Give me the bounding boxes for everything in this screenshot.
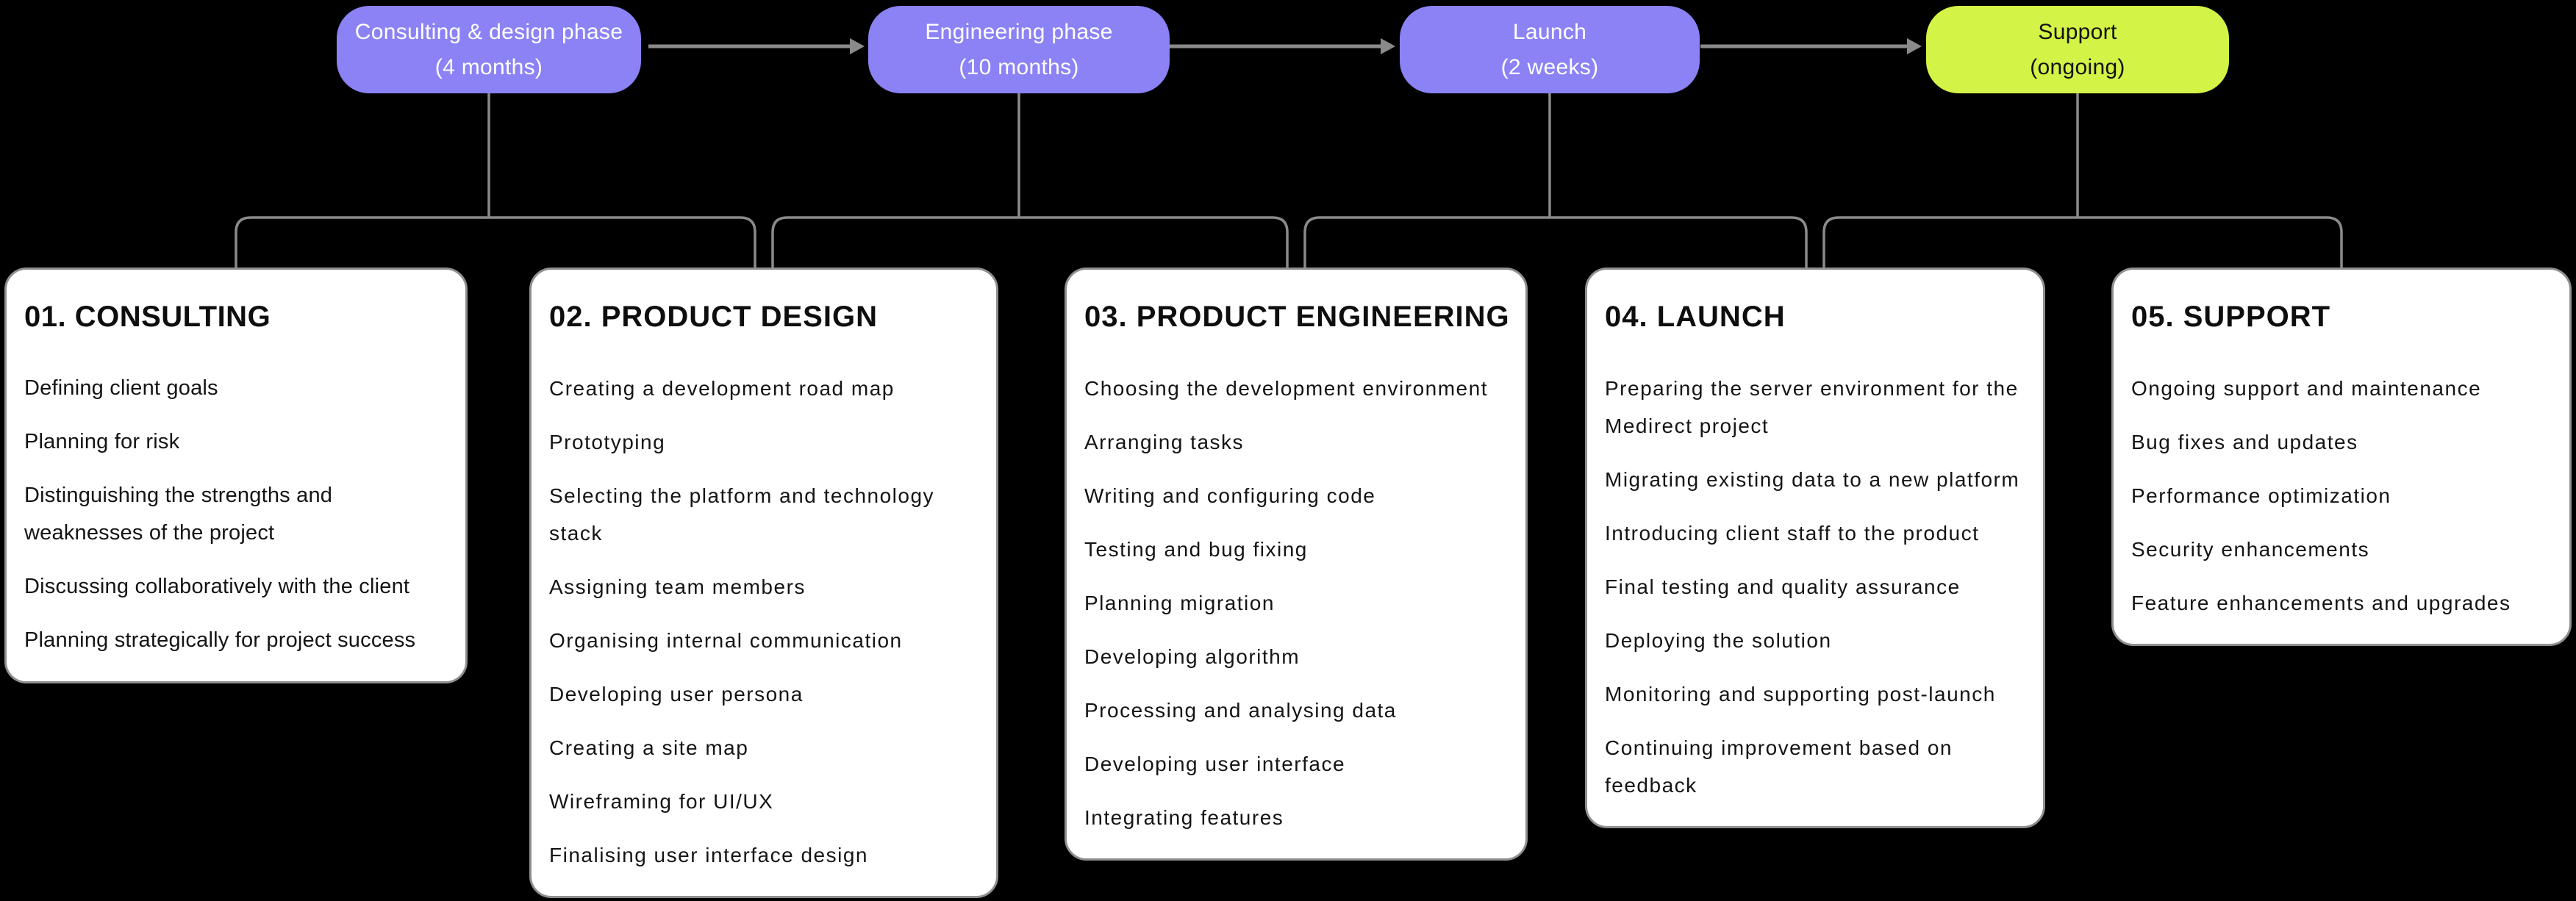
stage-card-item: Developing user persona (549, 683, 804, 706)
stage-card-item: Ongoing support and maintenance (2131, 377, 2482, 400)
stage-card-item: Bug fixes and updates (2131, 431, 2358, 453)
stage-card-item: Performance optimization (2131, 484, 2391, 507)
stage-card-item: Introducing client staff to the product (1605, 522, 1980, 545)
stage-card-item: Prototyping (549, 431, 666, 453)
stage-card-item: Feature enhancements and upgrades (2131, 592, 2511, 614)
stage-card-title: 04. LAUNCH (1605, 301, 1786, 333)
stage-card-item: Creating a development road map (549, 377, 895, 400)
phase-name: Consulting & design phase (354, 19, 623, 44)
stage-card-item: Defining client goals (24, 376, 218, 400)
stage-card-title: 02. PRODUCT DESIGN (549, 301, 878, 333)
stage-card-item: Developing algorithm (1084, 645, 1300, 668)
stage-card-item: Monitoring and supporting post-launch (1605, 683, 1996, 706)
stage-card-item: Selecting the platform and technology st… (549, 484, 935, 545)
stage-card-item: Choosing the development environment (1084, 377, 1488, 400)
stage-card-item: Preparing the server environment for the… (1605, 377, 2019, 437)
flow-arrow-head-icon (850, 38, 865, 54)
connector-bracket-4 (1822, 216, 2343, 268)
stage-card-item: Planning strategically for project succe… (24, 628, 416, 652)
stage-card-item: Planning for risk (24, 430, 180, 453)
phase-box-2: Engineering phase (10 months) (868, 6, 1170, 93)
stage-card-title: 01. CONSULTING (24, 301, 271, 333)
phase-duration: (10 months) (959, 54, 1079, 79)
stage-card-item: Discussing collaboratively with the clie… (24, 575, 410, 598)
stage-card-item: Finalising user interface design (549, 844, 868, 866)
stage-card-title: 03. PRODUCT ENGINEERING (1084, 301, 1510, 333)
stage-card-item: Deploying the solution (1605, 629, 1832, 652)
phase-duration: (2 weeks) (1500, 54, 1599, 79)
flow-arrow-head-icon (1381, 38, 1395, 54)
stage-card-2: 02. PRODUCT DESIGN Creating a development… (529, 268, 998, 898)
flow-arrow-head-icon (1907, 38, 1922, 54)
connector-bracket-3 (1303, 216, 1808, 268)
stage-card-item: Writing and configuring code (1084, 484, 1376, 507)
stage-card-4: 04. LAUNCH Preparing the server environme… (1585, 268, 2045, 828)
stage-card-item: Security enhancements (2131, 538, 2370, 561)
stage-card-5: 05. SUPPORT Ongoing support and maintenan… (2111, 268, 2572, 646)
stage-card-3: 03. PRODUCT ENGINEERING Choosing the deve… (1065, 268, 1528, 861)
phase-name: Engineering phase (925, 19, 1113, 44)
stage-card-item: Processing and analysing data (1084, 699, 1397, 722)
stage-card-item: Developing user interface (1084, 753, 1346, 775)
stage-card-item: Final testing and quality assurance (1605, 575, 1961, 598)
stage-card-item: Testing and bug fixing (1084, 538, 1308, 561)
stage-card-title: 05. SUPPORT (2131, 301, 2331, 333)
phase-duration: (4 months) (434, 54, 543, 79)
stage-card-item: Assigning team members (549, 575, 806, 598)
stage-card-item: Migrating existing data to a new platfor… (1605, 468, 2020, 491)
stage-card-item: Creating a site map (549, 736, 749, 759)
stage-card-item: Wireframing for UI/UX (549, 790, 774, 813)
stage-card-item: Organising internal communication (549, 629, 903, 652)
phase-box-3: Launch (2 weeks) (1400, 6, 1700, 93)
phase-duration: (ongoing) (2030, 54, 2125, 79)
stage-card-item: Continuing improvement based on feedback (1605, 736, 1953, 797)
stage-card-item-list: Preparing the server environment for the… (1605, 370, 2022, 804)
stage-card-item: Integrating features (1084, 806, 1284, 829)
stage-card-item: Distinguishing the strengths and weaknes… (24, 484, 333, 545)
connector-bracket-2 (771, 216, 1289, 268)
phase-box-1: Consulting & design phase (4 months) (337, 6, 641, 93)
phase-name: Launch (1512, 19, 1587, 44)
stage-card-item: Arranging tasks (1084, 431, 1245, 453)
connector-bracket-1 (235, 216, 756, 268)
phase-box-4: Support (ongoing) (1926, 6, 2229, 93)
stage-card-item: Planning migration (1084, 592, 1275, 614)
phase-name: Support (2038, 19, 2117, 44)
